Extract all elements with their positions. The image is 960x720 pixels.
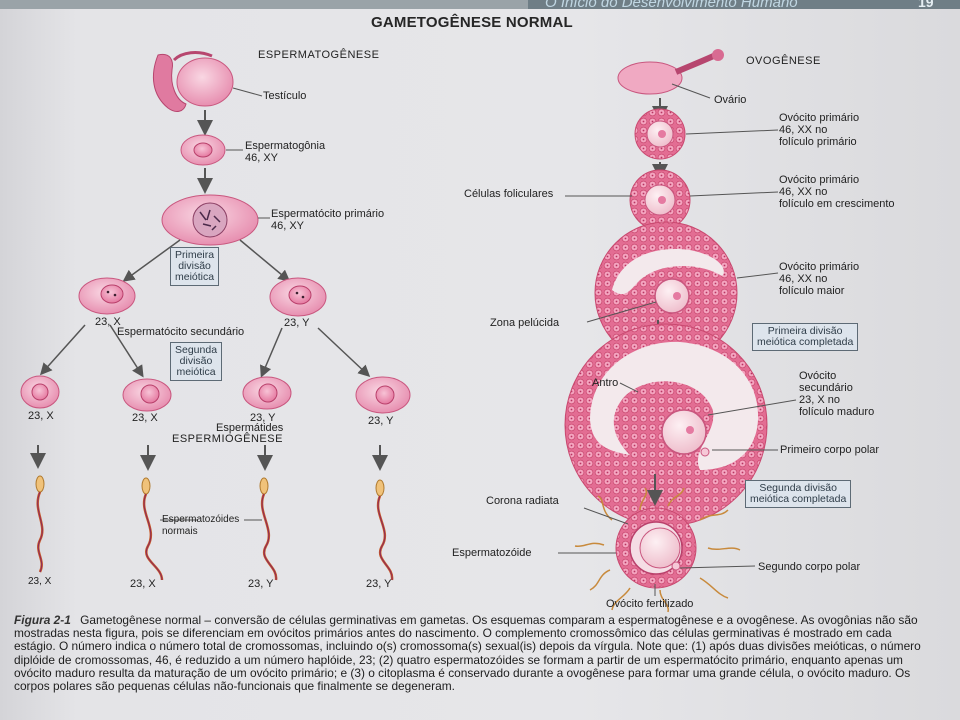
spermatogonium-label: Espermatogônia 46, XY xyxy=(245,140,326,164)
larger-follicle xyxy=(594,221,738,365)
primary-spermatocyte-label: Espermatócito primário 46, XY xyxy=(271,208,385,232)
figure-caption: Figura 2-1 Gametogênese normal – convers… xyxy=(14,614,934,714)
secondary-x-label: 23, X xyxy=(95,316,121,328)
antrum-label: Antro xyxy=(592,377,619,389)
corona-radiata-label: Corona radiata xyxy=(486,495,559,507)
page-number: 19 xyxy=(918,0,934,10)
spermatid-1 xyxy=(20,375,60,409)
fertilized-oocyte-label: Ovócito fertilizado xyxy=(606,598,694,610)
running-title: O Início do Desenvolvimento Humano xyxy=(545,0,798,11)
testis-illustration xyxy=(152,51,234,112)
figure-number: Figura 2-1 xyxy=(14,614,71,627)
second-meiotic-division-box: Segunda divisão meiótica xyxy=(170,342,223,381)
growing-follicle xyxy=(629,169,691,231)
primary-follicle xyxy=(634,108,686,160)
sperm-label-3: 23, Y xyxy=(248,578,274,590)
secondary-spermatocyte-label: Espermatócito secundário xyxy=(117,326,245,338)
sperm-cell-3 xyxy=(259,477,278,581)
spermatid-label-2: 23, X xyxy=(132,412,158,424)
ovary-label: Ovário xyxy=(714,94,747,106)
primary-spermatocyte-cell xyxy=(161,194,259,246)
oogenesis-heading: OVOGÊNESE xyxy=(746,55,821,67)
spermatid-label-1: 23, X xyxy=(28,410,54,422)
caption-text: Gametogênese normal – conversão de célul… xyxy=(14,614,921,694)
primary-oocyte-3-label: Ovócito primário 46, XX no folículo maio… xyxy=(779,261,860,297)
normal-sperm-label: Espermatozóides normais xyxy=(162,514,240,537)
sperm-label-1: 23, X xyxy=(28,576,52,587)
secondary-spermatocyte-y xyxy=(269,277,327,317)
spermatid-2 xyxy=(122,378,172,412)
spermatid-4 xyxy=(355,376,411,414)
spermatid-3 xyxy=(242,376,292,410)
primary-oocyte-1-label: Ovócito primário 46, XX no folículo prim… xyxy=(779,112,860,148)
first-meiotic-completed-box: Primeira divisão meiótica completada xyxy=(752,323,859,351)
sperm-label-4: 23, Y xyxy=(366,578,392,590)
secondary-spermatocyte-x xyxy=(78,277,136,315)
secondary-oocyte-label: Ovócito secundário 23, X no folículo mad… xyxy=(799,370,875,418)
second-polar-body-label: Segundo corpo polar xyxy=(758,561,861,573)
testis-label: Testículo xyxy=(263,90,307,102)
mature-follicle xyxy=(564,323,768,527)
sperm-cell-1 xyxy=(35,475,45,573)
second-meiotic-completed-box: Segunda divisão meiótica completada xyxy=(745,480,852,508)
spermatogenesis-heading: ESPERMATOGÊNESE xyxy=(258,49,380,61)
sperm-label: Espermatozóide xyxy=(452,547,532,559)
sperm-label-2: 23, X xyxy=(130,578,156,590)
spermatogonium-cell xyxy=(180,134,226,166)
first-polar-body-label: Primeiro corpo polar xyxy=(780,444,880,456)
spermiogenesis-heading: ESPERMIOGÊNESE xyxy=(172,433,283,445)
fertilized-oocyte xyxy=(574,487,741,613)
zona-pellucida-label: Zona pelúcida xyxy=(490,317,560,329)
spermatids-label: Espermátides xyxy=(216,422,284,434)
ovary-illustration xyxy=(617,49,724,95)
first-meiotic-division-box: Primeira divisão meiótica xyxy=(170,247,220,286)
spermatid-label-4: 23, Y xyxy=(368,415,394,427)
primary-oocyte-2-label: Ovócito primário 46, XX no folículo em c… xyxy=(779,174,895,210)
sperm-cell-2 xyxy=(141,477,164,581)
header-bar xyxy=(0,0,960,9)
secondary-y-label: 23, Y xyxy=(284,317,310,329)
spermatid-label-3: 23, Y xyxy=(250,412,276,424)
sperm-cell-4 xyxy=(375,479,394,581)
follicular-cells-label: Células foliculares xyxy=(464,188,554,200)
page-title: GAMETOGÊNESE NORMAL xyxy=(371,14,573,31)
